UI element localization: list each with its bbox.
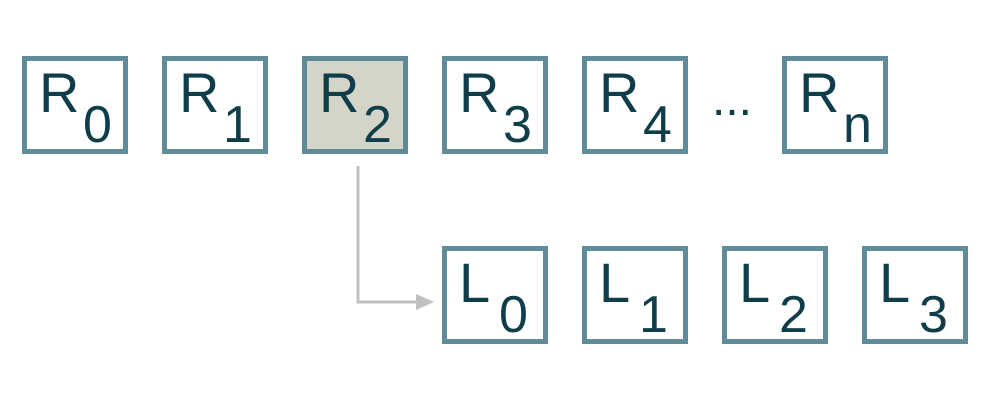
line-box-l1: L 1 <box>582 246 688 344</box>
line-subscript: 1 <box>639 286 668 344</box>
register-box-r4: R 4 <box>582 56 688 154</box>
register-label: R <box>599 61 640 124</box>
register-subscript: 1 <box>223 96 252 154</box>
register-box-r3: R 3 <box>442 56 548 154</box>
line-label: L <box>599 251 631 314</box>
line-box-l3: L 3 <box>862 246 968 344</box>
arrow-head <box>416 294 434 310</box>
register-box-r2-highlighted: R 2 <box>302 56 408 154</box>
register-label: R <box>799 61 840 124</box>
register-subscript: 3 <box>503 96 532 154</box>
line-box-l0: L 0 <box>442 246 548 344</box>
line-box-l2: L 2 <box>722 246 828 344</box>
register-label: R <box>459 61 500 124</box>
register-subscript: 0 <box>83 96 112 154</box>
register-subscript: n <box>843 96 872 154</box>
register-subscript: 2 <box>363 96 392 154</box>
arrow-line <box>356 166 420 304</box>
line-label: L <box>879 251 911 314</box>
register-box-r0: R 0 <box>22 56 128 154</box>
register-label: R <box>39 61 80 124</box>
line-subscript: 3 <box>919 286 948 344</box>
ellipsis: ... <box>712 73 753 126</box>
line-subscript: 2 <box>779 286 808 344</box>
register-box-rn: R n <box>782 56 888 154</box>
register-box-r1: R 1 <box>162 56 268 154</box>
register-subscript: 4 <box>643 96 672 154</box>
line-label: L <box>459 251 491 314</box>
line-subscript: 0 <box>499 286 528 344</box>
register-label: R <box>179 61 220 124</box>
register-label: R <box>319 61 360 124</box>
line-label: L <box>739 251 771 314</box>
